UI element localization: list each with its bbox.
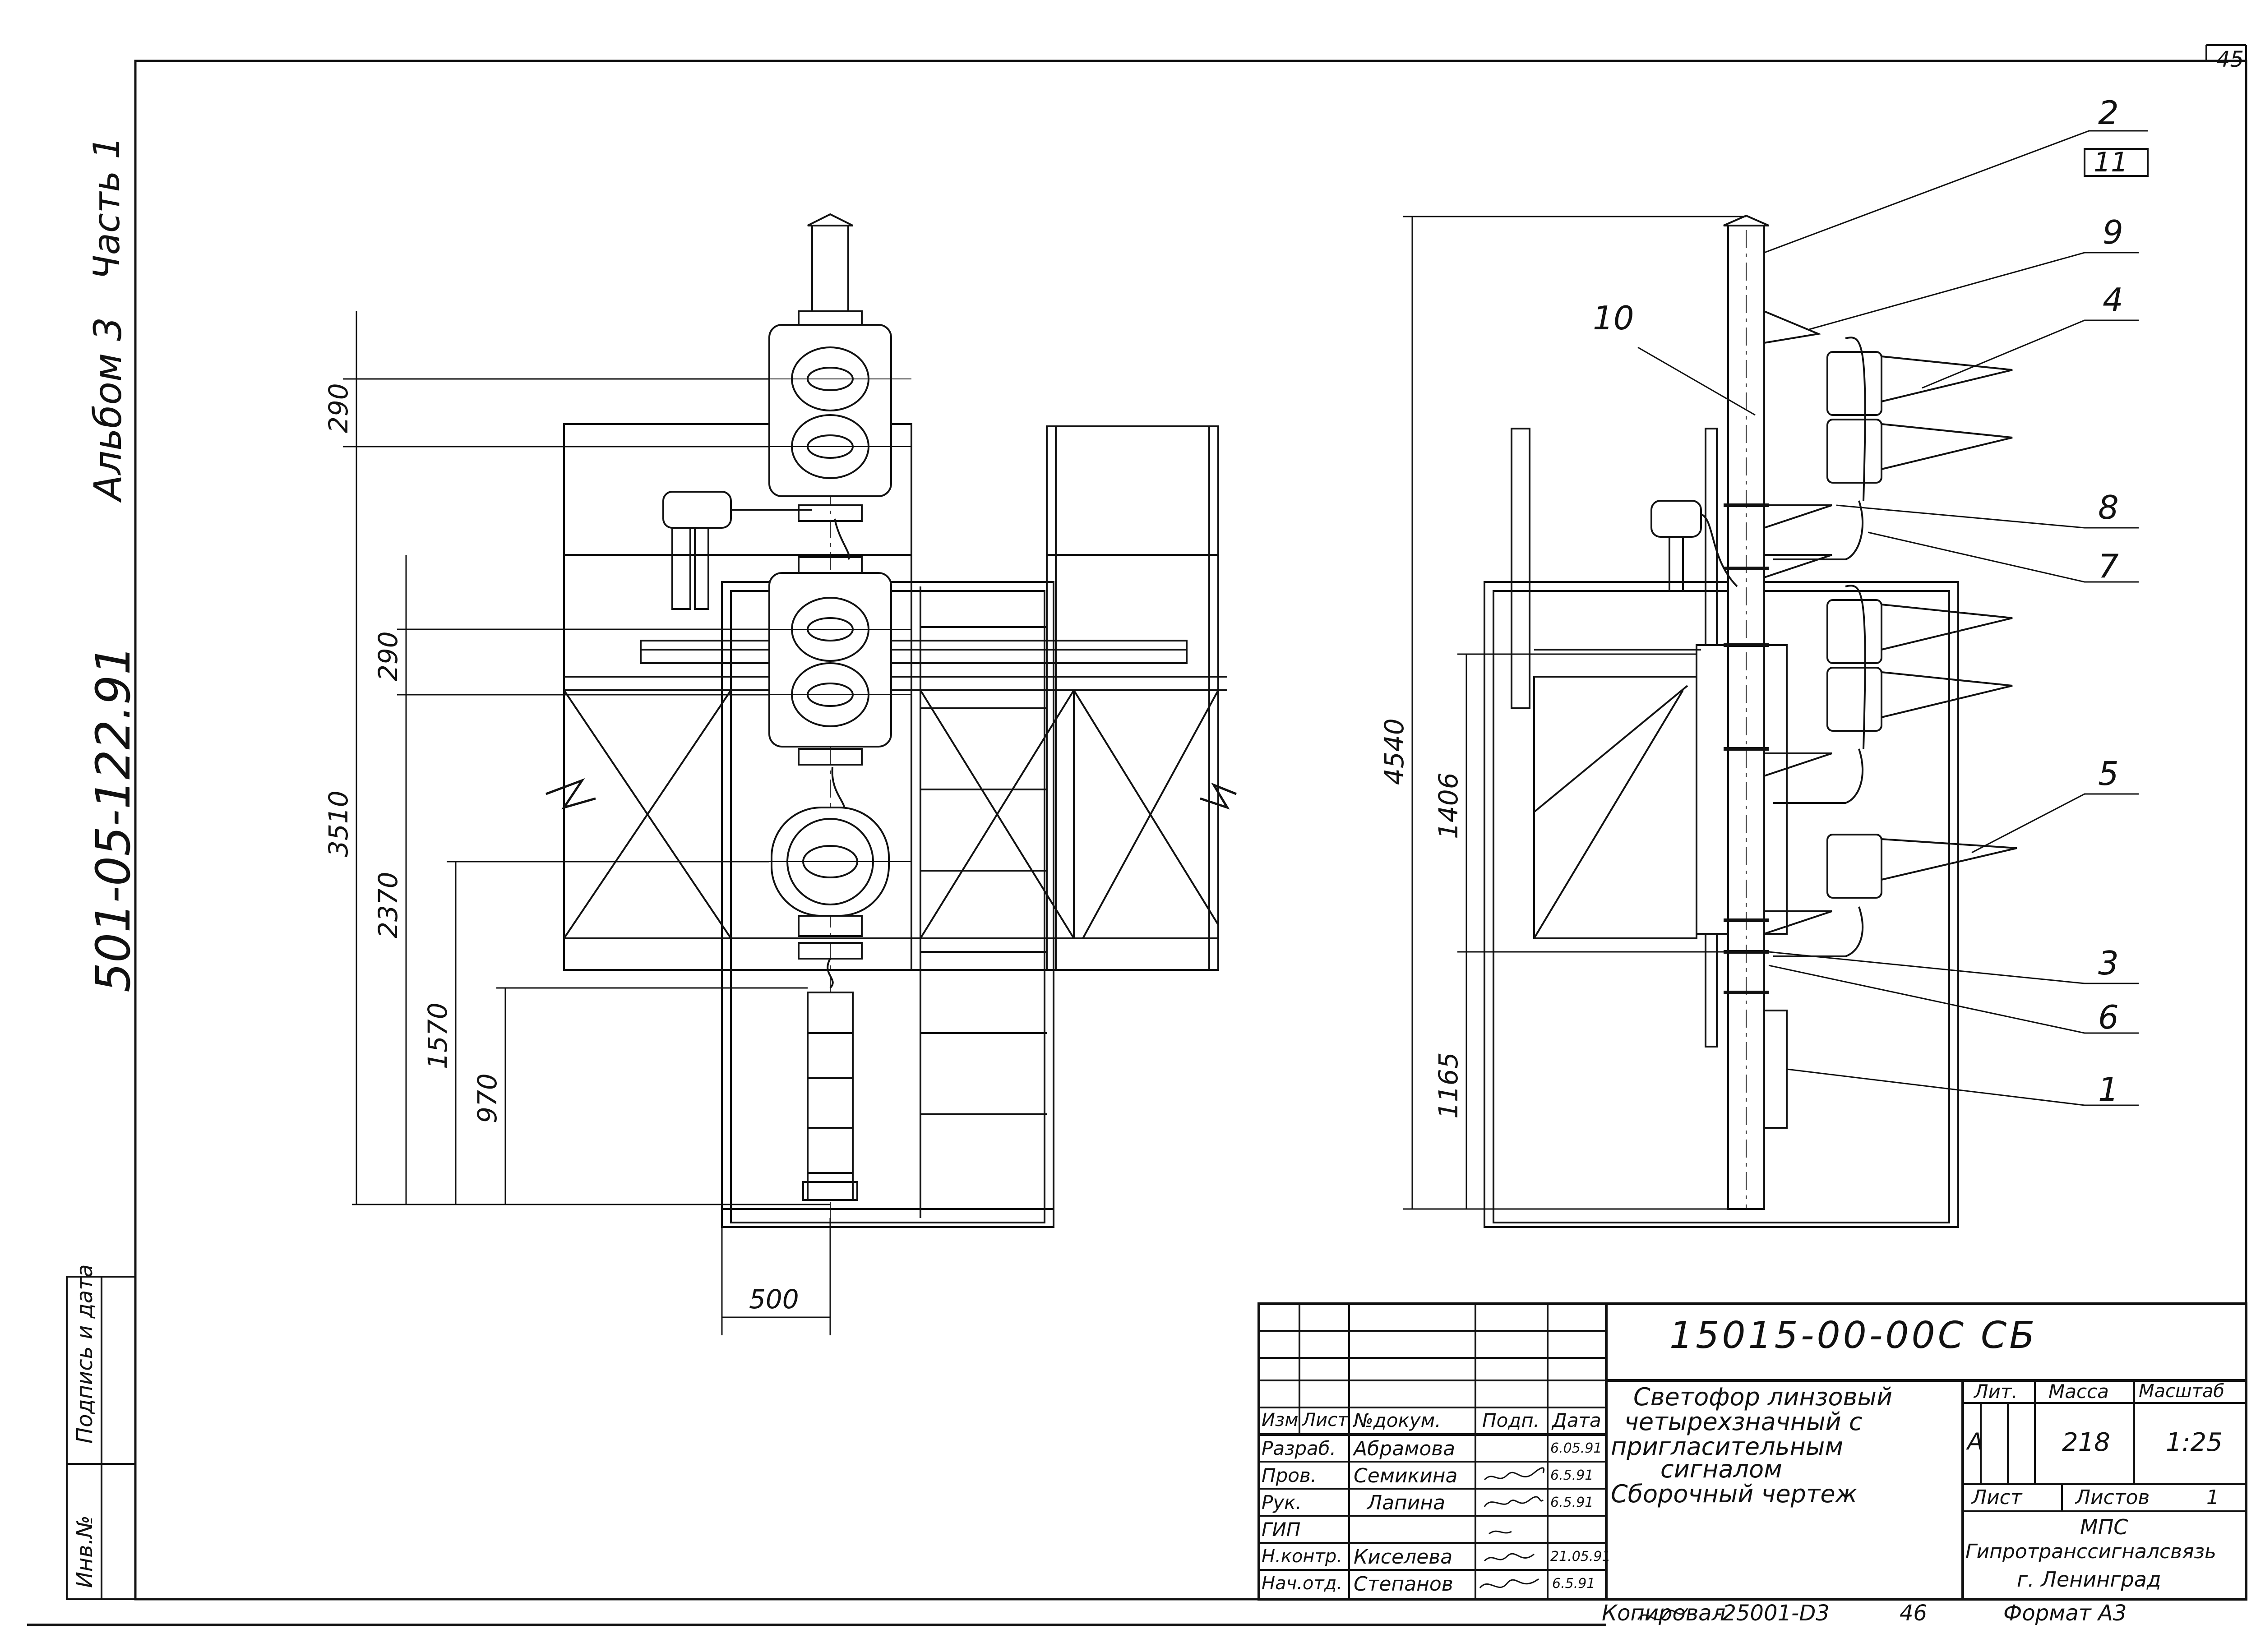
name-checker: Семикина [1354, 1464, 1458, 1487]
dim-4540: 4540 [1379, 718, 1410, 785]
name-manager: Лапина [1367, 1491, 1446, 1514]
callout-9: 9 [2103, 213, 2123, 251]
date-dept-head: 6.5.91 [1552, 1576, 1595, 1592]
part-label: Часть 1 [86, 136, 128, 280]
front-dimension-labels: 290 290 3510 2370 1570 970 500 [323, 383, 799, 1315]
role-dept-head: Нач.отд. [1262, 1573, 1343, 1594]
dim-1570: 1570 [422, 1002, 453, 1069]
header-doc-no: №докум. [1354, 1409, 1441, 1431]
page-number: 45 [2216, 47, 2244, 72]
dim-970: 970 [472, 1073, 503, 1123]
front-dimensions [343, 311, 831, 1335]
date-manager: 6.5.91 [1550, 1495, 1594, 1510]
callout-leaders [1637, 130, 2149, 1106]
drawing-designation: 15015-00-00С СБ [1669, 1314, 2038, 1357]
drawing-title-line-2: четырехзначный с [1624, 1407, 1863, 1436]
side-dimension-labels: 4540 1406 1165 [1379, 718, 1464, 1119]
callout-11: 11 [2094, 147, 2128, 178]
dim-1165: 1165 [1433, 1052, 1464, 1119]
org-line-3: г. Ленинград [2017, 1567, 2161, 1592]
callout-4: 4 [2103, 281, 2123, 319]
callout-10: 10 [1593, 299, 1634, 337]
order-number: -25001-D3 [1715, 1601, 1830, 1626]
drawing-title-line-3: пригласительным [1611, 1432, 1844, 1461]
callout-1: 1 [2098, 1071, 2119, 1108]
role-manager: Рук. [1262, 1491, 1302, 1514]
org-line-1: МПС [2080, 1515, 2128, 1539]
dim-500: 500 [749, 1284, 799, 1315]
title-block-grid [1257, 1302, 2247, 1601]
signatures [1479, 1467, 1688, 1620]
callout-7: 7 [2098, 547, 2119, 585]
scale-value: 1:25 [2166, 1428, 2223, 1457]
inv-number-label: Инв.№ [72, 1515, 97, 1588]
callout-8: 8 [2098, 489, 2119, 526]
role-chief-engineer: ГИП [1262, 1518, 1301, 1541]
mass-value: 218 [2062, 1428, 2110, 1457]
lit-value: А [1967, 1428, 1983, 1455]
copied-by-label: Копировал [1602, 1601, 1726, 1626]
header-list: Лист [1302, 1410, 1348, 1431]
name-dept-head: Степанов [1354, 1573, 1453, 1596]
scale-label: Масштаб [2139, 1381, 2225, 1402]
callout-2: 2 [2098, 94, 2119, 132]
date-developer: 6.05.91 [1550, 1440, 1602, 1456]
side-dimensions [1403, 216, 1746, 1210]
name-norm-control: Киселева [1354, 1546, 1453, 1569]
callout-5: 5 [2098, 755, 2119, 793]
date-norm-control: 21.05.91 [1550, 1549, 1611, 1564]
callout-6: 6 [2098, 998, 2119, 1036]
sheet-code: 46 [1900, 1601, 1928, 1626]
date-checker: 6.5.91 [1550, 1467, 1594, 1483]
sheets-value: 1 [2206, 1486, 2219, 1509]
header-izm: Изм [1262, 1410, 1299, 1431]
format-label: Формат А3 [2003, 1601, 2127, 1626]
side-view [1484, 214, 2017, 1228]
margin-stamp [66, 1276, 136, 1600]
dim-290-lower: 290 [373, 631, 403, 681]
header-date: Дата [1552, 1409, 1601, 1431]
org-line-2: Гипротранссигналсвязь [1965, 1540, 2216, 1563]
sheets-label: Листов [2076, 1486, 2150, 1509]
sheet-label: Лист [1972, 1486, 2022, 1509]
document-number: 501-05-122.91 [86, 645, 141, 992]
sheet-frame [27, 44, 2247, 1626]
album-label: Альбом 3 [86, 317, 130, 501]
mass-label: Масса [2048, 1380, 2109, 1403]
lit-label: Лит. [1974, 1380, 2018, 1403]
signature-date-label: Подпись и дата [72, 1264, 97, 1444]
role-norm-control: Н.контр. [1262, 1546, 1342, 1567]
dim-1406: 1406 [1433, 772, 1464, 839]
callout-labels: 2 11 9 4 10 8 7 5 3 6 1 [1593, 94, 2128, 1108]
name-developer: Абрамова [1354, 1437, 1456, 1460]
front-view [546, 213, 1237, 1228]
role-developer: Разраб. [1262, 1437, 1336, 1459]
callout-3: 3 [2098, 944, 2119, 982]
dim-3510: 3510 [323, 790, 354, 857]
drawing-title-line-5: Сборочный чертеж [1611, 1480, 1858, 1508]
drawing-title-line-1: Светофор линзовый [1633, 1383, 1893, 1411]
dim-2370: 2370 [373, 872, 403, 938]
drawing-title-line-4: сигналом [1660, 1455, 1782, 1483]
dim-290-upper: 290 [323, 383, 354, 433]
header-sign: Подп. [1482, 1409, 1540, 1431]
role-checker: Пров. [1262, 1464, 1317, 1486]
